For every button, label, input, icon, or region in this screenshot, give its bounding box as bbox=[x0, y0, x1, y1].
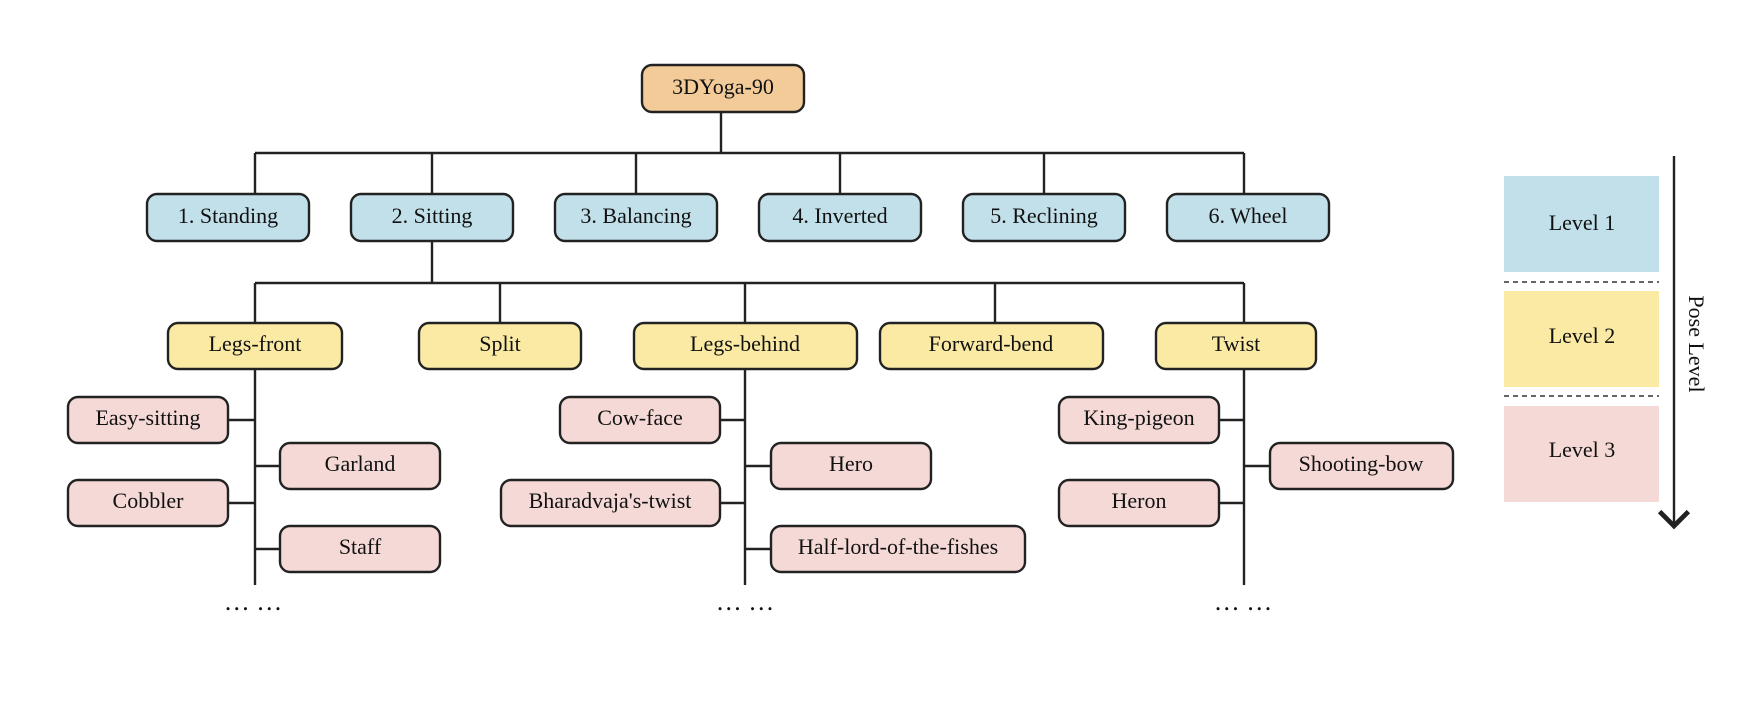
level2-node-split: Split bbox=[417, 321, 583, 371]
level1-node-inverted: 4. Inverted bbox=[757, 192, 923, 243]
level3-label: Easy-sitting bbox=[95, 405, 200, 430]
level3-label: Bharadvaja's-twist bbox=[529, 488, 692, 513]
level2-label: Forward-bend bbox=[929, 331, 1054, 356]
level3-label: Cow-face bbox=[597, 405, 683, 430]
ellipsis-legs-front: … … bbox=[224, 587, 283, 616]
level3-label: Cobbler bbox=[113, 488, 185, 513]
level1-label: 2. Sitting bbox=[392, 203, 473, 228]
ellipsis-legs-behind: … … bbox=[716, 587, 775, 616]
level3-label: Heron bbox=[1112, 488, 1167, 513]
level3-node-shooting-bow: Shooting-bow bbox=[1268, 441, 1455, 491]
legend-label-level2: Level 2 bbox=[1549, 323, 1616, 348]
legend: Level 1 Level 2 Level 3 bbox=[1504, 176, 1659, 502]
legend-swatch-level3 bbox=[1504, 406, 1659, 502]
level3-node-bharadvajas-twist: Bharadvaja's-twist bbox=[499, 478, 722, 528]
level3-label: King-pigeon bbox=[1083, 405, 1194, 430]
level1-label: 1. Standing bbox=[178, 203, 278, 228]
level3-node-half-lord-of-the-fishes: Half-lord-of-the-fishes bbox=[769, 524, 1027, 574]
legend-label-level3: Level 3 bbox=[1549, 437, 1616, 462]
level1-node-standing: 1. Standing bbox=[145, 192, 311, 243]
level1-nodes: 1. Standing 2. Sitting 3. Balancing 4. I… bbox=[145, 192, 1331, 243]
level3-label: Garland bbox=[325, 451, 396, 476]
level2-node-twist: Twist bbox=[1154, 321, 1318, 371]
level3-twist: King-pigeon Shooting-bow Heron bbox=[1057, 395, 1455, 528]
pose-level-label: Pose Level bbox=[1684, 295, 1709, 392]
level3-label: Hero bbox=[829, 451, 873, 476]
ellipsis-twist: … … bbox=[1214, 587, 1273, 616]
level2-label: Legs-front bbox=[209, 331, 302, 356]
level3-node-easy-sitting: Easy-sitting bbox=[66, 395, 230, 445]
level3-node-heron: Heron bbox=[1057, 478, 1221, 528]
level3-legs-behind: Cow-face Hero Bharadvaja's-twist Half-lo… bbox=[499, 395, 1027, 574]
level2-nodes: Legs-front Split Legs-behind Forward-ben… bbox=[166, 321, 1318, 371]
level1-node-sitting: 2. Sitting bbox=[349, 192, 515, 243]
level1-label: 6. Wheel bbox=[1208, 203, 1287, 228]
level1-label: 5. Reclining bbox=[990, 203, 1098, 228]
connectors bbox=[228, 110, 1270, 585]
level3-node-king-pigeon: King-pigeon bbox=[1057, 395, 1221, 445]
level3-legs-front: Easy-sitting Garland Cobbler Staff bbox=[66, 395, 442, 574]
level3-node-cobbler: Cobbler bbox=[66, 478, 230, 528]
level2-node-legs-front: Legs-front bbox=[166, 321, 344, 371]
level1-node-wheel: 6. Wheel bbox=[1165, 192, 1331, 243]
pose-level-axis: Pose Level bbox=[1657, 156, 1709, 530]
level1-node-balancing: 3. Balancing bbox=[553, 192, 719, 243]
legend-swatch-level2 bbox=[1504, 291, 1659, 387]
legend-label-level1: Level 1 bbox=[1549, 210, 1616, 235]
root-label: 3DYoga-90 bbox=[672, 74, 774, 99]
level3-label: Half-lord-of-the-fishes bbox=[798, 534, 998, 559]
level1-node-reclining: 5. Reclining bbox=[961, 192, 1127, 243]
level3-node-cow-face: Cow-face bbox=[558, 395, 722, 445]
level3-label: Shooting-bow bbox=[1299, 451, 1424, 476]
level3-node-hero: Hero bbox=[769, 441, 933, 491]
level1-label: 3. Balancing bbox=[580, 203, 691, 228]
level2-label: Split bbox=[479, 331, 521, 356]
level1-label: 4. Inverted bbox=[792, 203, 887, 228]
root-node: 3DYoga-90 bbox=[640, 63, 806, 114]
level2-label: Twist bbox=[1212, 331, 1261, 356]
level3-node-garland: Garland bbox=[278, 441, 442, 491]
level2-node-legs-behind: Legs-behind bbox=[632, 321, 859, 371]
level2-label: Legs-behind bbox=[690, 331, 800, 356]
legend-swatch-level1 bbox=[1504, 176, 1659, 272]
level3-label: Staff bbox=[339, 534, 382, 559]
level2-node-forward-bend: Forward-bend bbox=[878, 321, 1105, 371]
level3-node-staff: Staff bbox=[278, 524, 442, 574]
